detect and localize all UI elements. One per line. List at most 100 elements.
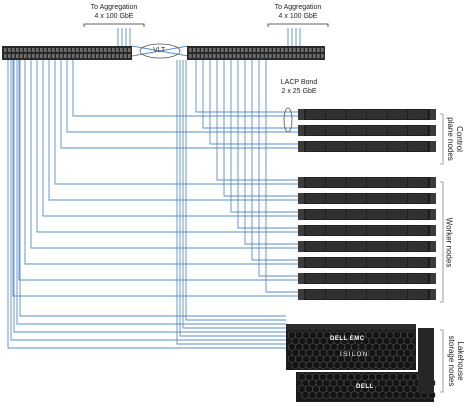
switch-port [233,48,236,52]
drive-bay [305,226,325,235]
storage-hex [343,390,352,400]
drive-bay [387,110,407,119]
switch-port [241,54,244,58]
switch-port [80,48,83,52]
switch-port [317,54,320,58]
storage-hex [354,360,363,370]
switch-port [253,48,256,52]
switch-port [221,54,224,58]
switch-port [265,48,268,52]
link-line [251,60,298,261]
group-label-worker: Worker nodes [445,208,454,278]
server-node [298,125,436,136]
switch-port [257,54,260,58]
switch-port [56,48,59,52]
switch-port [112,54,115,58]
switch-port [189,54,192,58]
storage-brand-label: DELL EMC [330,336,365,342]
switch-port [197,54,200,58]
drive-bay [346,194,366,203]
storage-hex [396,360,405,370]
lakehouse-line1: Lakehouse [456,341,465,381]
storage-link-line [179,60,286,337]
switch-port [96,54,99,58]
switch-port [56,54,59,58]
drive-bay [305,274,325,283]
switch-port [48,48,51,52]
storage-chassis-back [296,372,436,402]
storage-hex [371,390,380,400]
drive-bay [346,110,366,119]
drive-bay [326,226,346,235]
drive-bay [387,258,407,267]
storage-hex [298,360,307,370]
drive-bay [387,194,407,203]
storage-hex [361,360,370,370]
switch-port [8,54,11,58]
switch-port [16,48,19,52]
storage-hex [357,390,366,400]
drive-bay [326,242,346,251]
server-chassis [298,209,436,220]
storage-link-line [185,60,286,321]
storage-link-line [16,60,286,325]
switch-port [313,54,316,58]
switch-port [201,54,204,58]
link-line [223,60,298,197]
drive-bay [305,142,325,151]
link-line [72,60,298,117]
drive-bay [367,194,387,203]
switch-port [128,48,131,52]
switch-port [72,54,75,58]
drive-bay [305,110,325,119]
switch-port [213,54,216,58]
drive-bay [367,210,387,219]
switch-port [104,48,107,52]
aggregation-right-line2: 4 x 100 GbE [278,13,318,20]
drive-bay [305,178,325,187]
server-ear [298,257,304,268]
vlt-ellipse [139,43,181,59]
switch-port [193,54,196,58]
drive-bay [346,210,366,219]
drive-bay [305,290,325,299]
aggregation-left-line2: 4 x 100 GbE [94,13,134,20]
drive-bay [408,226,428,235]
link-line [195,60,298,113]
switch-port [88,48,91,52]
switch-port [205,48,208,52]
drive-bay [346,126,366,135]
switch-port [229,54,232,58]
switch-port [281,48,284,52]
switch-port [297,48,300,52]
switch-port [120,48,123,52]
storage-hex [301,390,310,400]
switch-port [88,54,91,58]
switch-port [253,54,256,58]
storage-hex [403,360,412,370]
server-node [298,257,436,268]
switch-port [305,54,308,58]
switch-port [104,54,107,58]
switch-port [100,48,103,52]
aggregation-bracket-left [83,23,145,27]
server-ear [430,225,436,236]
server-ear [430,209,436,220]
link-line [30,60,298,249]
drive-bay [326,210,346,219]
storage-hex [350,390,359,400]
server-node [298,177,436,188]
server-ear [430,193,436,204]
switch-port [64,48,67,52]
switch-port [112,48,115,52]
switch-port [4,48,7,52]
switch-port [237,48,240,52]
link-line [60,60,298,149]
link-line [244,60,298,245]
storage-hex [368,360,377,370]
worker-label-text: Worker nodes [444,217,454,268]
storage-link-line [10,60,286,341]
switch-port [249,48,252,52]
drive-bay [326,194,346,203]
switch-port [92,48,95,52]
